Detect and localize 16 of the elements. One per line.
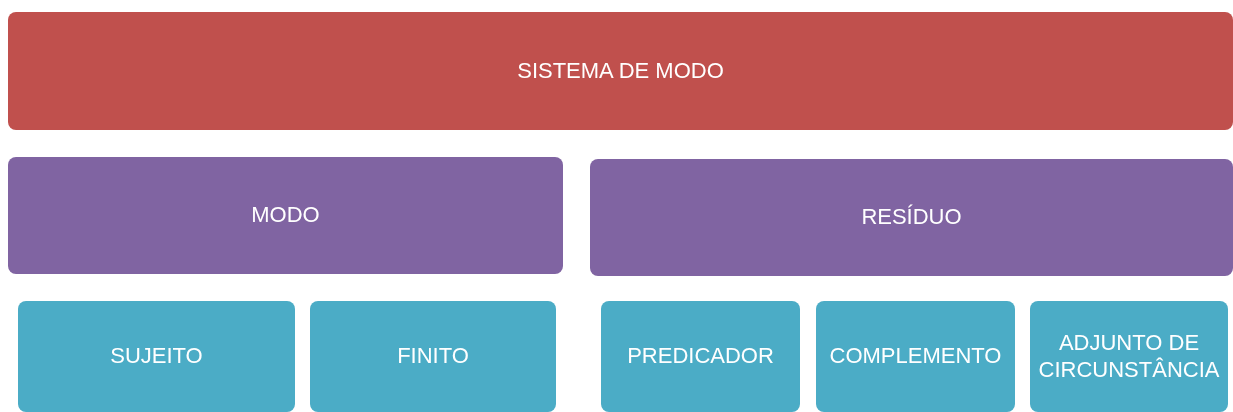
group-box — [8, 157, 563, 274]
box-label: SUJEITO — [110, 343, 203, 370]
box-label: PREDICADOR — [627, 343, 774, 370]
box-label: FINITO — [397, 343, 469, 370]
system-band — [8, 12, 1233, 130]
group-box — [590, 159, 1233, 276]
box-label: COMPLEMENTO — [829, 343, 1002, 370]
box-label: RESÍDUO — [861, 204, 962, 231]
box-label: SISTEMA DE MODO — [517, 57, 724, 85]
category-box — [1030, 301, 1228, 412]
box-label: MODO — [251, 202, 320, 229]
category-box — [18, 301, 295, 412]
category-box — [816, 301, 1015, 412]
category-box — [310, 301, 556, 412]
box-label: ADJUNTO DE CIRCUNSTÂNCIA — [1038, 330, 1220, 383]
category-box — [601, 301, 800, 412]
